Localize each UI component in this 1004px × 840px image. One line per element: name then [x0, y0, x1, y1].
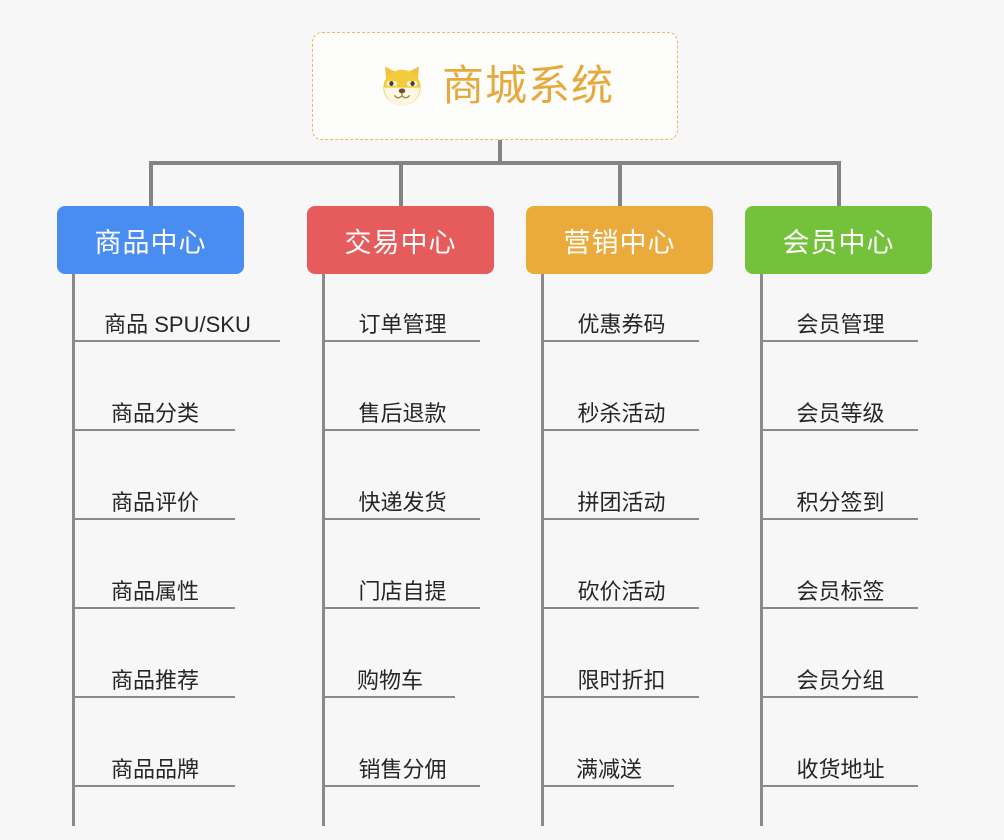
- leaf-item[interactable]: 收货地址: [763, 719, 918, 787]
- root-node[interactable]: 商城系统: [312, 32, 678, 140]
- leaf-item-label: 售后退款: [358, 400, 447, 426]
- leaf-item[interactable]: 优惠券码: [544, 274, 699, 342]
- branch-header-label: 商品中心: [94, 227, 207, 258]
- leaf-item[interactable]: 商品 SPU/SKU: [75, 274, 280, 342]
- branch-header-label: 交易中心: [344, 227, 457, 258]
- leaf-item-label: 积分签到: [796, 489, 885, 515]
- leaf-item[interactable]: 会员管理: [763, 274, 918, 342]
- leaf-item[interactable]: 商品分类: [75, 363, 235, 431]
- leaf-item[interactable]: 会员分组: [763, 630, 918, 698]
- leaf-item-label: 满减送: [575, 756, 642, 782]
- branch-header-0[interactable]: 商品中心: [57, 206, 244, 274]
- leaf-item[interactable]: 积分签到: [763, 452, 918, 520]
- leaf-item-label: 拼团活动: [577, 489, 666, 515]
- leaf-item[interactable]: 销售分佣: [325, 719, 480, 787]
- leaf-item[interactable]: 购物车: [325, 630, 455, 698]
- branch-header-label: 会员中心: [782, 227, 895, 258]
- leaf-item-label: 优惠券码: [577, 311, 666, 337]
- leaf-item[interactable]: 商品推荐: [75, 630, 235, 698]
- leaf-item[interactable]: 砍价活动: [544, 541, 699, 609]
- leaf-item-label: 限时折扣: [577, 667, 666, 693]
- branch-header-label: 营销中心: [563, 227, 676, 258]
- leaf-item[interactable]: 秒杀活动: [544, 363, 699, 431]
- leaf-item[interactable]: 拼团活动: [544, 452, 699, 520]
- leaf-item[interactable]: 订单管理: [325, 274, 480, 342]
- leaf-item[interactable]: 门店自提: [325, 541, 480, 609]
- connector-drop-1: [149, 161, 153, 208]
- shiba-dog-face-icon: [376, 60, 428, 112]
- leaf-item[interactable]: 会员标签: [763, 541, 918, 609]
- connector-drop-2: [399, 161, 403, 208]
- leaf-item[interactable]: 商品属性: [75, 541, 235, 609]
- leaf-item[interactable]: 商品品牌: [75, 719, 235, 787]
- leaf-item-label: 秒杀活动: [577, 400, 666, 426]
- connector-horizontal-bus: [149, 161, 840, 165]
- leaf-item-label: 收货地址: [796, 756, 885, 782]
- leaf-item-label: 订单管理: [358, 311, 447, 337]
- connector-leaf-trunk: [72, 274, 75, 826]
- leaf-item-label: 商品分类: [110, 400, 199, 426]
- branch-header-3[interactable]: 会员中心: [745, 206, 932, 274]
- connector-drop-3: [618, 161, 622, 208]
- connector-leaf-trunk: [760, 274, 763, 826]
- leaf-item-label: 会员管理: [796, 311, 885, 337]
- leaf-item[interactable]: 快递发货: [325, 452, 480, 520]
- leaf-item-label: 商品推荐: [110, 667, 199, 693]
- leaf-item-label: 商品属性: [110, 578, 199, 604]
- leaf-item-label: 销售分佣: [358, 756, 447, 782]
- leaf-item-label: 商品品牌: [110, 756, 199, 782]
- leaf-item[interactable]: 会员等级: [763, 363, 918, 431]
- connector-leaf-trunk: [322, 274, 325, 826]
- leaf-item[interactable]: 满减送: [544, 719, 674, 787]
- leaf-item[interactable]: 售后退款: [325, 363, 480, 431]
- branch-header-2[interactable]: 营销中心: [526, 206, 713, 274]
- leaf-item-label: 门店自提: [358, 578, 447, 604]
- leaf-item-label: 快递发货: [358, 489, 447, 515]
- leaf-item-label: 会员分组: [796, 667, 885, 693]
- leaf-item-label: 购物车: [356, 667, 423, 693]
- leaf-item-label: 会员等级: [796, 400, 885, 426]
- root-title: 商城系统: [441, 62, 614, 109]
- leaf-item-label: 商品评价: [110, 489, 199, 515]
- leaf-item[interactable]: 限时折扣: [544, 630, 699, 698]
- branch-header-1[interactable]: 交易中心: [307, 206, 494, 274]
- leaf-item[interactable]: 商品评价: [75, 452, 235, 520]
- leaf-item-label: 商品 SPU/SKU: [104, 311, 251, 337]
- leaf-item-label: 砍价活动: [577, 578, 666, 604]
- connector-leaf-trunk: [541, 274, 544, 826]
- leaf-item-label: 会员标签: [796, 578, 885, 604]
- connector-drop-4: [837, 161, 841, 208]
- connector-root-stem: [498, 140, 502, 164]
